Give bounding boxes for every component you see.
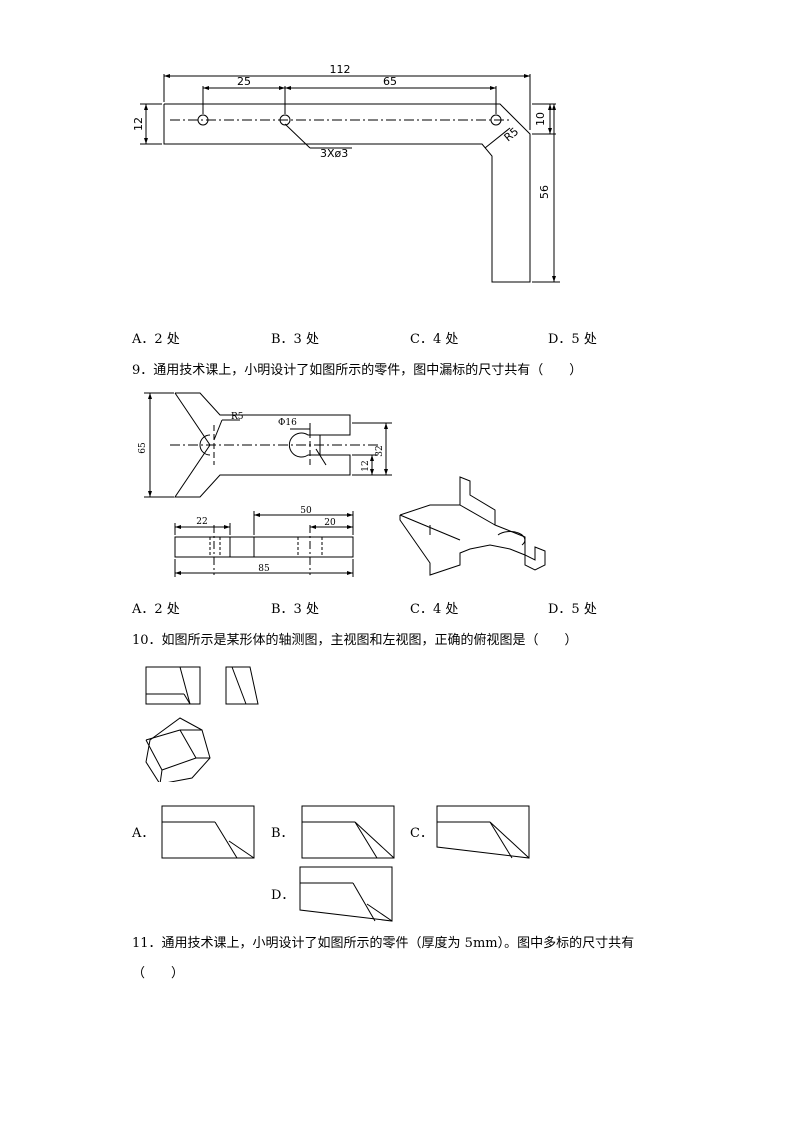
- fig9-dim-65: 65: [138, 442, 148, 454]
- q9-text: 9．通用技术课上，小明设计了如图所示的零件，图中漏标的尺寸共有（ ）: [132, 363, 583, 378]
- figure-q8-drawing: 112 25 65 12 3Xø3 R5 10 56: [132, 63, 560, 283]
- fig8-dim-25: 25: [237, 75, 251, 88]
- q8-option-a[interactable]: A．2 处: [132, 332, 180, 347]
- fig9-dim-r5: R5: [231, 412, 244, 422]
- fig9-dim-50: 50: [300, 506, 312, 516]
- q10-option-c-drawing[interactable]: [436, 805, 532, 861]
- q9-option-c[interactable]: C．4 处: [410, 602, 459, 617]
- fig9-dim-85: 85: [258, 564, 270, 574]
- q9-option-a[interactable]: A．2 处: [132, 602, 180, 617]
- fig9-dim-12: 12: [361, 460, 371, 471]
- q10-label-c[interactable]: C．: [410, 826, 433, 841]
- q9-option-d[interactable]: D．5 处: [548, 602, 597, 617]
- figure-q9-drawing: R5 Φ16 65 32 12 22 50 20 85: [138, 392, 546, 577]
- fig9-dim-22: 22: [196, 517, 207, 527]
- q9-option-b[interactable]: B．3 处: [271, 602, 319, 617]
- fig9-dim-32: 32: [375, 445, 385, 456]
- fig8-dim-12: 12: [132, 117, 145, 131]
- q10-option-b-drawing[interactable]: [301, 805, 397, 861]
- fig9-dim-20: 20: [324, 518, 336, 528]
- fig8-dim-r5: R5: [502, 125, 522, 144]
- figure-q10-views: [145, 666, 259, 782]
- q10-label-a[interactable]: A．: [132, 826, 155, 841]
- fig8-dim-65: 65: [383, 75, 397, 88]
- q8-option-b[interactable]: B．3 处: [271, 332, 319, 347]
- q10-option-d-drawing[interactable]: [299, 866, 395, 924]
- q11-text-line1: 11．通用技术课上，小明设计了如图所示的零件（厚度为 5mm）。图中多标的尺寸共…: [132, 936, 635, 951]
- q11-text-line2: （ ）: [132, 966, 185, 981]
- fig8-dim-112: 112: [330, 63, 351, 76]
- q10-label-b[interactable]: B．: [271, 826, 294, 841]
- q10-option-a-drawing[interactable]: [161, 805, 257, 861]
- fig8-dim-holes: 3Xø3: [320, 147, 348, 160]
- q10-text: 10．如图所示是某形体的轴测图，主视图和左视图，正确的俯视图是（ ）: [132, 633, 578, 648]
- fig8-dim-10: 10: [534, 112, 547, 126]
- q10-label-d[interactable]: D．: [271, 888, 295, 903]
- fig9-dim-phi16: Φ16: [278, 418, 297, 428]
- fig8-dim-56: 56: [538, 185, 551, 199]
- q8-option-c[interactable]: C．4 处: [410, 332, 459, 347]
- q8-option-d[interactable]: D．5 处: [548, 332, 597, 347]
